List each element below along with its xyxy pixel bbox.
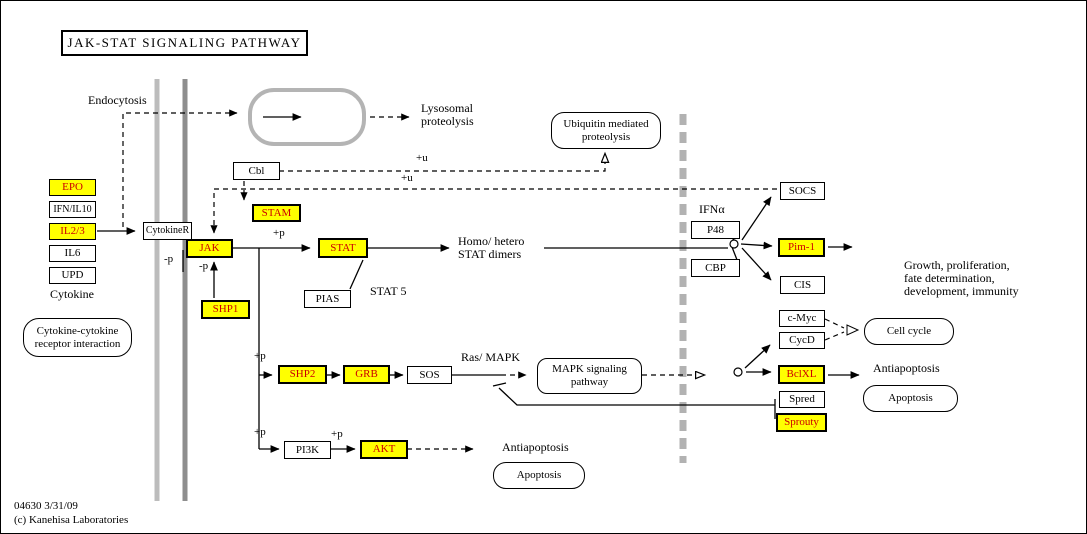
pathway-link-cell-cycle[interactable]: Cell cycle: [864, 318, 954, 345]
gene-node-akt[interactable]: AKT: [360, 440, 408, 459]
pathway-title: JAK-STAT SIGNALING PATHWAY: [61, 30, 308, 56]
text-line: development, immunity: [904, 284, 1019, 299]
ifn-alpha-label: IFNα: [699, 202, 725, 216]
gene-node-cytokiner[interactable]: CytokineR: [143, 222, 192, 240]
gene-node-spred[interactable]: Spred: [779, 391, 825, 408]
endosome-vesicle: [248, 88, 366, 146]
gene-node-pias[interactable]: PIAS: [304, 290, 351, 308]
ras-mapk-label: Ras/ MAPK: [461, 350, 521, 364]
copyright-label: (c) Kanehisa Laboratories: [14, 514, 129, 526]
dashed-arrows: [122, 109, 845, 453]
growth-outcome-label: Growth, proliferation, fate determinatio…: [904, 258, 1019, 299]
gene-node-ifn-il10[interactable]: IFN/IL10: [49, 201, 96, 218]
plus-p-shp2: +p: [254, 350, 266, 362]
cytokine-label: Cytokine: [50, 287, 94, 301]
gene-node-bclxl[interactable]: BclXL: [778, 365, 825, 384]
pathway-link-mapk-signaling[interactable]: MAPK signaling pathway: [537, 358, 642, 394]
plus-p-jak-stat: +p: [273, 227, 285, 239]
gene-node-cmyc[interactable]: c-Myc: [779, 310, 825, 327]
gene-node-cbp[interactable]: CBP: [691, 259, 740, 277]
minus-p-receptor: -p: [164, 253, 174, 265]
endocytosis-label: Endocytosis: [88, 93, 147, 107]
antiapoptosis-bottom-label: Antiapoptosis: [502, 440, 569, 454]
map-id-label: 04630 3/31/09: [14, 500, 78, 512]
minus-p-jak: -p: [199, 260, 209, 272]
gene-node-stam[interactable]: STAM: [252, 204, 301, 222]
plus-p-pi3k: +p: [254, 426, 266, 438]
stat-dimers-label: Homo/ hetero STAT dimers: [458, 234, 525, 262]
dna-binding-site-circle-mapk: [733, 367, 743, 377]
stat5-label: STAT 5: [370, 284, 407, 298]
gene-node-pi3k[interactable]: PI3K: [284, 441, 331, 459]
text-line: proteolysis: [421, 114, 474, 129]
pathway-link-apoptosis-right[interactable]: Apoptosis: [863, 385, 958, 412]
open-triangle-cell-cycle: [846, 324, 860, 336]
gene-node-shp2[interactable]: SHP2: [278, 365, 327, 384]
text-line: Homo/ hetero: [458, 234, 525, 248]
gene-node-il2-3[interactable]: IL2/3: [49, 223, 96, 240]
text-line: fate determination,: [904, 271, 995, 286]
lysosomal-proteolysis-label: Lysosomal proteolysis: [421, 101, 474, 129]
plus-u-socs: +u: [401, 172, 413, 184]
gene-node-upd[interactable]: UPD: [49, 267, 96, 284]
gene-node-jak[interactable]: JAK: [186, 239, 233, 258]
gene-node-shp1[interactable]: SHP1: [201, 300, 250, 319]
pathway-link-cytokine-receptor-interaction[interactable]: Cytokine-cytokine receptor interaction: [23, 318, 132, 357]
gene-node-stat[interactable]: STAT: [318, 238, 368, 258]
pathway-link-apoptosis-bottom[interactable]: Apoptosis: [493, 462, 585, 489]
dna-binding-site-circle-stat: [729, 239, 739, 249]
plus-u-cbl: +u: [416, 152, 428, 164]
text-line: Growth, proliferation,: [904, 258, 1010, 272]
gene-node-cbl[interactable]: Cbl: [233, 162, 280, 180]
gene-node-cis[interactable]: CIS: [780, 276, 825, 294]
antiapoptosis-right-label: Antiapoptosis: [873, 361, 940, 375]
gene-node-sprouty[interactable]: Sprouty: [776, 413, 827, 432]
gene-node-epo[interactable]: EPO: [49, 179, 96, 196]
gene-node-pim1[interactable]: Pim-1: [778, 238, 825, 257]
text-line: STAT dimers: [458, 247, 522, 262]
gene-node-grb[interactable]: GRB: [343, 365, 390, 384]
gene-node-socs[interactable]: SOCS: [780, 182, 825, 200]
gene-node-il6[interactable]: IL6: [49, 245, 96, 262]
plus-p-akt: +p: [331, 428, 343, 440]
text-line: Lysosomal: [421, 101, 474, 115]
gene-node-p48[interactable]: P48: [691, 221, 740, 239]
solid-arrows: [97, 113, 860, 453]
gene-node-sos[interactable]: SOS: [407, 366, 452, 384]
gene-node-cycd[interactable]: CycD: [779, 332, 825, 349]
pathway-link-ubiquitin-proteolysis[interactable]: Ubiquitin mediated proteolysis: [551, 112, 661, 149]
